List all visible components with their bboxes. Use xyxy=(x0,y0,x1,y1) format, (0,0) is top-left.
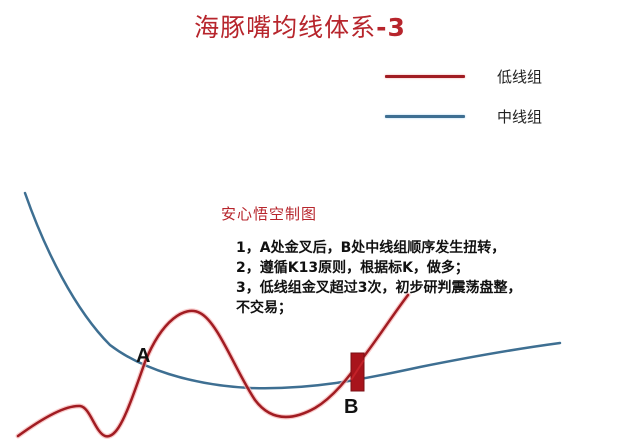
legend-item-low-line-group: 低线组 xyxy=(385,66,542,86)
low-line-group-curve xyxy=(16,293,410,438)
diagram-title: 海豚嘴均线体系-3 xyxy=(0,8,600,44)
signal-candle-marker xyxy=(350,352,365,392)
point-a-label: A xyxy=(136,345,151,367)
legend-label: 低线组 xyxy=(497,67,543,86)
legend-red-line-icon xyxy=(385,74,465,78)
legend-item-mid-line-group: 中线组 xyxy=(385,106,542,126)
title-suffix: -3 xyxy=(376,13,406,42)
legend-blue-line-icon xyxy=(385,114,465,118)
legend-label: 中线组 xyxy=(497,107,543,126)
note-line-2: 2，遵循K13原则，根据标K，做多； xyxy=(236,260,469,276)
note-line-1: 1，A处金叉后，B处中线组顺序发生扭转， xyxy=(236,240,506,256)
note-line-4: 不交易； xyxy=(236,300,292,316)
diagram-subtitle: 安心悟空制图 xyxy=(221,205,318,223)
title-main: 海豚嘴均线体系 xyxy=(194,13,377,42)
note-line-3: 3，低线组金叉超过3次，初步研判震荡盘整， xyxy=(236,280,522,296)
point-b-label: B xyxy=(344,396,359,418)
notes-block: 1，A处金叉后，B处中线组顺序发生扭转， 2，遵循K13原则，根据标K，做多； … xyxy=(236,238,596,318)
